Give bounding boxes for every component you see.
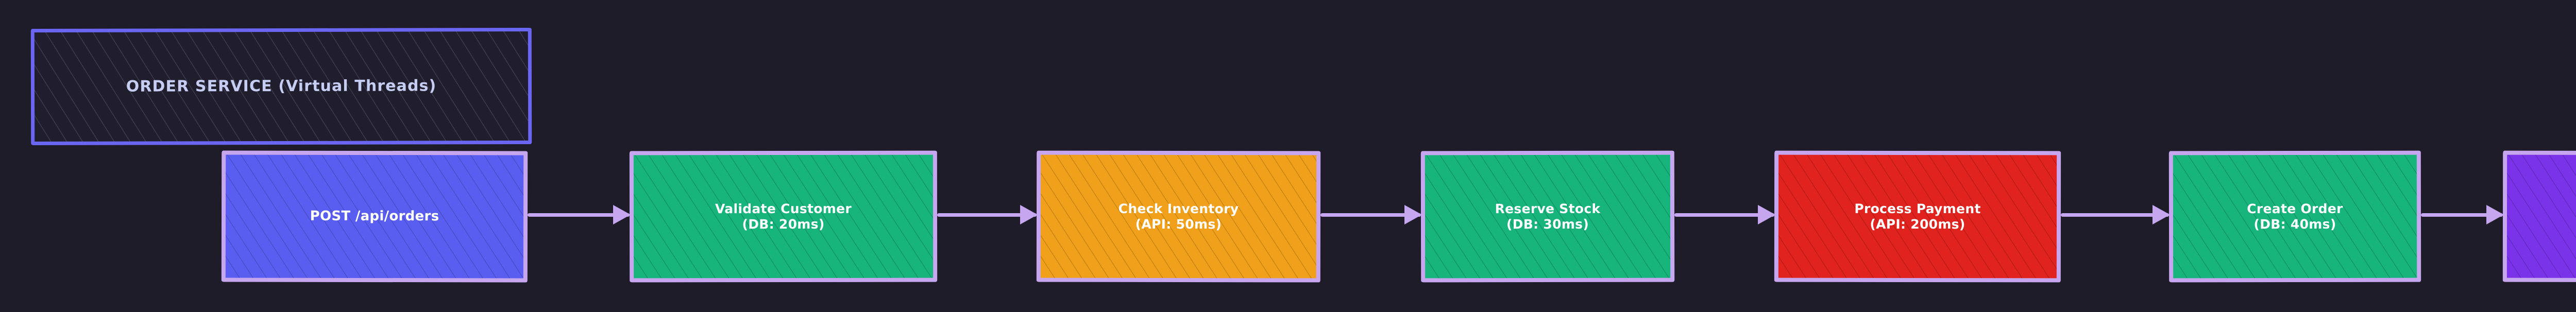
flow-node-label: Validate Customer (DB: 20ms) bbox=[715, 201, 852, 232]
flow-node-label: Check Inventory (API: 50ms) bbox=[1118, 201, 1239, 232]
arrow-icon-reserve-to-payment[interactable] bbox=[1674, 205, 1775, 224]
arrow-icon-post-to-validate[interactable] bbox=[528, 205, 631, 224]
flow-node-label: POST /api/orders bbox=[310, 208, 439, 224]
arrow-shaft bbox=[1674, 213, 1774, 217]
arrow-icon-payment-to-create[interactable] bbox=[2061, 205, 2170, 224]
group-box-order-service[interactable]: ORDER SERVICE (Virtual Threads) bbox=[30, 27, 532, 146]
arrow-shaft bbox=[2061, 213, 2169, 217]
arrow-head bbox=[1758, 205, 1775, 224]
arrow-shaft bbox=[1320, 213, 1421, 217]
flow-node-label: Process Payment (API: 200ms) bbox=[1854, 201, 1981, 232]
arrow-head bbox=[1404, 205, 1422, 224]
flow-node-send-email[interactable]: Send Email (API: 100ms) bbox=[2502, 150, 2576, 283]
flow-node-validate-customer[interactable]: Validate Customer (DB: 20ms) bbox=[629, 150, 938, 283]
arrow-head bbox=[2153, 205, 2170, 224]
arrow-shaft bbox=[937, 213, 1037, 217]
arrow-head bbox=[613, 205, 631, 224]
arrow-head bbox=[1020, 205, 1038, 224]
flow-node-check-inventory[interactable]: Check Inventory (API: 50ms) bbox=[1036, 150, 1321, 283]
arrow-shaft bbox=[528, 213, 630, 217]
flow-node-reserve-stock[interactable]: Reserve Stock (DB: 30ms) bbox=[1420, 150, 1675, 283]
group-box-label: ORDER SERVICE (Virtual Threads) bbox=[126, 77, 437, 96]
arrow-head bbox=[2486, 205, 2504, 224]
flow-node-create-order[interactable]: Create Order (DB: 40ms) bbox=[2168, 150, 2421, 283]
arrow-shaft bbox=[2421, 213, 2503, 217]
arrow-icon-validate-to-inventory[interactable] bbox=[937, 205, 1038, 224]
flow-node-process-payment[interactable]: Process Payment (API: 200ms) bbox=[1774, 150, 2061, 283]
flow-node-post-api-orders[interactable]: POST /api/orders bbox=[221, 150, 528, 283]
arrow-icon-inventory-to-reserve[interactable] bbox=[1320, 205, 1422, 224]
flow-node-label: Create Order (DB: 40ms) bbox=[2247, 201, 2343, 232]
flow-node-label: Reserve Stock (DB: 30ms) bbox=[1495, 201, 1601, 232]
arrow-icon-create-to-email[interactable] bbox=[2421, 205, 2504, 224]
